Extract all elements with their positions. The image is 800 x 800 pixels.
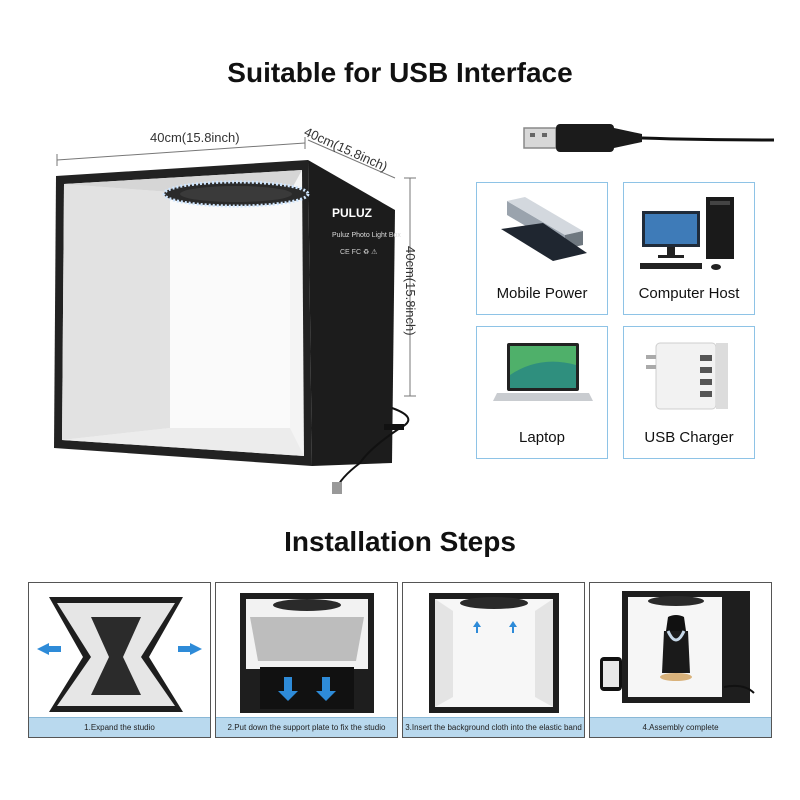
laptop-icon bbox=[493, 343, 593, 401]
device-label: Laptop bbox=[519, 429, 565, 446]
width-dimension-label: 40cm(15.8inch) bbox=[150, 130, 240, 145]
device-label: USB Charger bbox=[644, 429, 734, 446]
device-card-mobile-power: Mobile Power bbox=[476, 182, 608, 315]
power-bank-icon bbox=[501, 197, 587, 261]
installation-steps-heading: Installation Steps bbox=[284, 526, 516, 557]
assembled-studio-illustration bbox=[600, 591, 755, 703]
photo-light-box: 40cm(15.8inch) 40cm(15.8inch) 40cm(15.8i… bbox=[40, 118, 440, 498]
step-caption: 4.Assembly complete bbox=[590, 717, 771, 737]
device-card-usb-charger: USB Charger bbox=[623, 326, 755, 459]
step-2-panel: 2.Put down the support plate to fix the … bbox=[215, 582, 398, 738]
brand-logo: PULUZ bbox=[332, 206, 372, 220]
device-card-laptop: Laptop bbox=[476, 326, 608, 459]
step-caption: 3.Insert the background cloth into the e… bbox=[403, 717, 584, 737]
step-4-panel: 4.Assembly complete bbox=[589, 582, 772, 738]
certification-marks: CE FC ♻ ⚠ bbox=[340, 249, 378, 256]
desktop-computer-icon bbox=[640, 197, 734, 270]
step-caption: 2.Put down the support plate to fix the … bbox=[216, 717, 397, 737]
device-card-computer-host: Computer Host bbox=[623, 182, 755, 315]
device-label: Mobile Power bbox=[496, 285, 588, 302]
model-label: Puluz Photo Light Box bbox=[332, 232, 401, 239]
device-label: Computer Host bbox=[638, 285, 740, 302]
support-plate-illustration bbox=[240, 593, 374, 713]
step-3-panel: 3.Insert the background cloth into the e… bbox=[402, 582, 585, 738]
usb-cable-icon bbox=[523, 124, 775, 152]
background-cloth-illustration bbox=[429, 593, 559, 713]
step-1-panel: 1.Expand the studio bbox=[28, 582, 211, 738]
usb-charger-icon bbox=[646, 342, 728, 410]
usb-interface-heading: Suitable for USB Interface bbox=[227, 57, 573, 88]
step-caption: 1.Expand the studio bbox=[29, 717, 210, 737]
height-dimension-label: 40cm(15.8inch) bbox=[403, 246, 418, 336]
expand-studio-illustration bbox=[37, 597, 202, 712]
